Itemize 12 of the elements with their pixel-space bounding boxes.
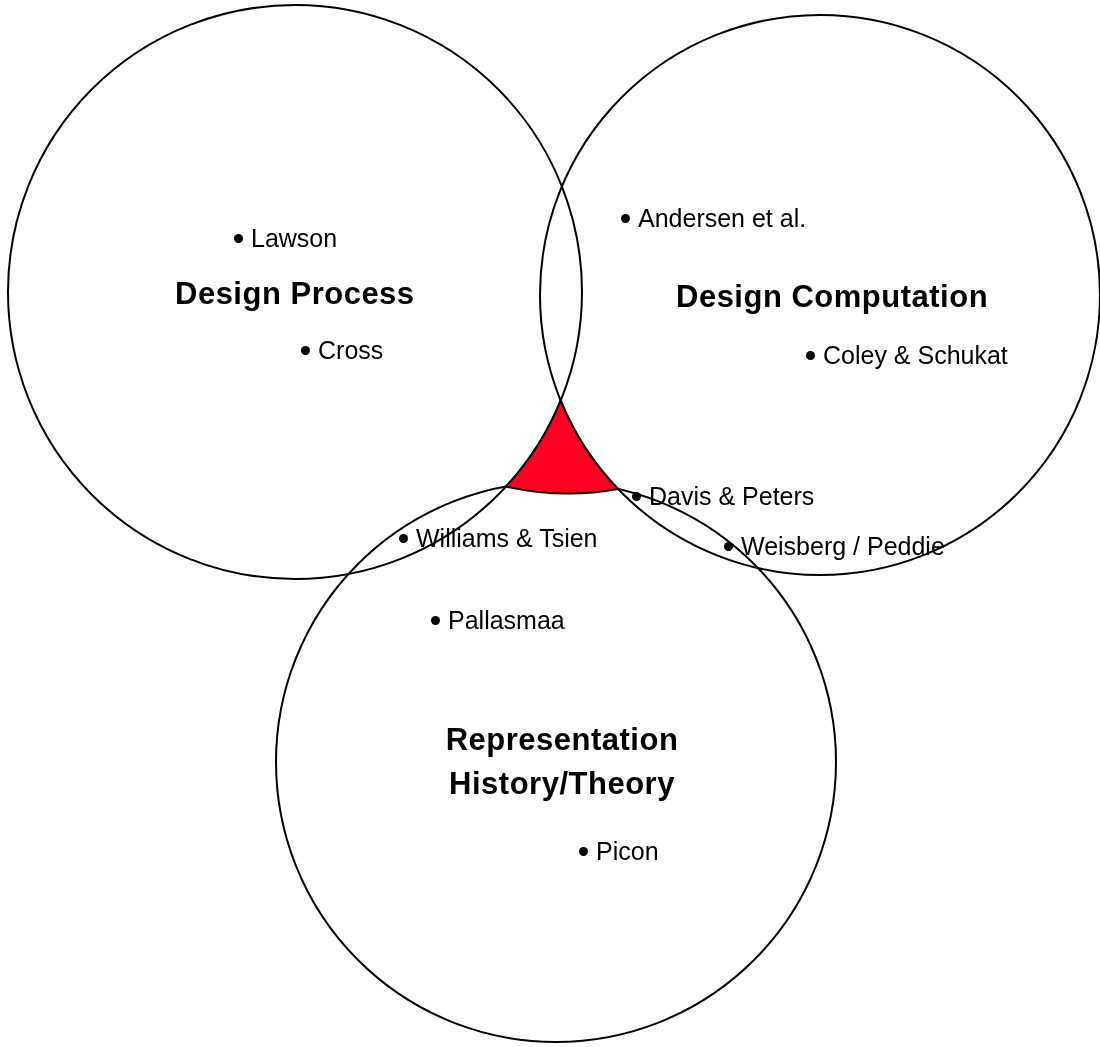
author-label: Weisberg / Peddie (741, 532, 945, 561)
set-title: Design Process (175, 275, 415, 313)
intersection-region (505, 399, 620, 495)
author-label: Davis & Peters (649, 482, 815, 511)
set-title: Design Computation (676, 278, 989, 316)
author-label: Cross (318, 336, 384, 365)
author-label: Pallasmaa (448, 606, 565, 635)
set-title: Representation History/Theory (444, 721, 680, 803)
author-label: Lawson (251, 224, 338, 253)
author-label: Picon (596, 837, 659, 866)
author-label: Andersen et al. (638, 204, 807, 233)
author-label: Coley & Schukat (823, 341, 1008, 370)
